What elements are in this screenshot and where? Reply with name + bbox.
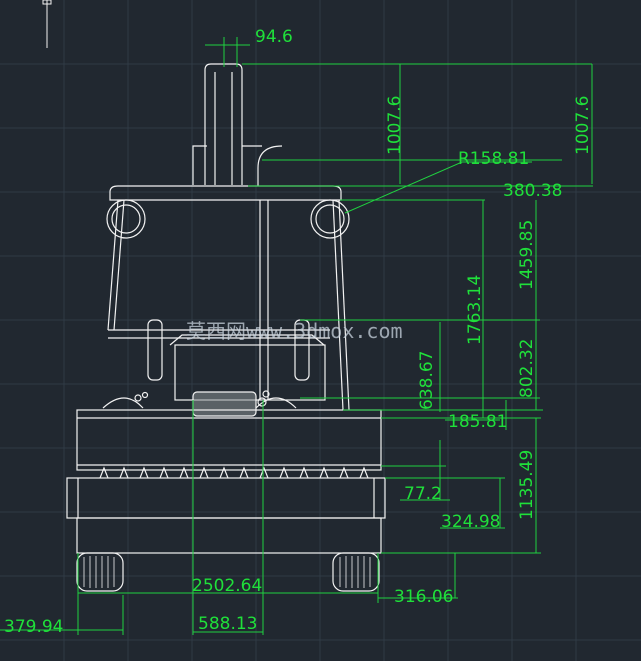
dim-mast-total-height: 1763.14 [465, 275, 485, 345]
ucs-icon [42, 0, 52, 48]
watermark-text: 莫西网www.3dmox.com [186, 319, 403, 343]
track-left [76, 552, 124, 592]
upper-body [76, 409, 382, 471]
dim-center-width: 588.13 [198, 614, 257, 634]
undercarriage [76, 517, 382, 554]
dimension-lines [0, 37, 593, 635]
dim-track-height: 316.06 [394, 587, 453, 607]
dim-track-width-left: 379.94 [4, 617, 63, 637]
blade-teeth [99, 466, 369, 479]
dim-blade-offset: 77.2 [404, 484, 442, 504]
dim-lamp-radius: R158.81 [458, 149, 529, 169]
dim-track-gauge: 2502.64 [192, 576, 262, 596]
lamp-right [310, 199, 350, 239]
dim-roof-offset: 380.38 [503, 181, 562, 201]
dim-body-step: 324.98 [441, 512, 500, 532]
dim-body-height: 1135.49 [517, 450, 537, 520]
dim-top-width: 94.6 [255, 27, 293, 47]
dim-deck-to-level-height: 802.32 [517, 339, 537, 398]
dimension-labels: 94.6 1007.6 1007.6 R158.81 380.38 1459.8… [4, 27, 593, 637]
dim-mast-upper-height-b: 1007.6 [573, 96, 593, 155]
dim-deck-step: 185.81 [448, 412, 507, 432]
cab-frame [107, 199, 350, 411]
seat [192, 391, 257, 417]
dim-rail-height: 638.67 [417, 351, 437, 410]
hydraulic-fittings [102, 390, 297, 409]
dim-lamp-to-deck-height: 1459.85 [517, 220, 537, 290]
dim-mast-upper-height-a: 1007.6 [385, 96, 405, 155]
track-right [332, 552, 380, 592]
lamp-left [106, 199, 146, 239]
